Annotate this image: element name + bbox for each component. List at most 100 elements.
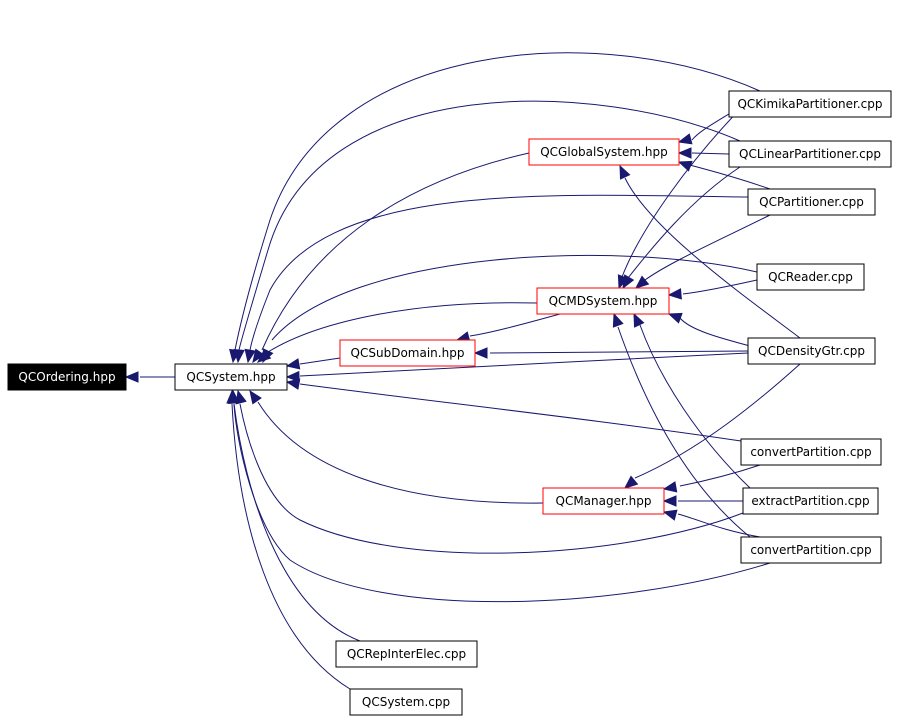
edge-arrowhead	[233, 349, 245, 364]
edge-n5-to-n1	[244, 194, 749, 364]
node-label: QCMDSystem.hpp	[549, 294, 658, 308]
node-box	[174, 363, 288, 391]
node-label: convertPartition.cpp	[750, 445, 871, 459]
edge-line	[271, 254, 758, 341]
edge-arrowhead	[619, 164, 631, 180]
edge-arrowhead	[226, 389, 238, 404]
edge-arrowhead	[473, 347, 488, 359]
node-label: QCLinearPartitioner.cpp	[739, 147, 881, 161]
edge-arrowhead	[662, 509, 678, 521]
edge-line	[489, 350, 749, 354]
node-label: QCPartitioner.cpp	[759, 195, 864, 209]
edge-line	[621, 103, 746, 278]
edge-arrowhead	[662, 481, 678, 493]
node-label: extractPartition.cpp	[751, 494, 869, 508]
edges-layer	[124, 52, 801, 690]
edge-arrowhead	[635, 275, 650, 289]
edge-line	[238, 100, 741, 351]
node-qcsystem-hpp[interactable]: QCSystem.hpp	[174, 363, 288, 391]
node-qcsubdomain-hpp[interactable]: QCSubDomain.hpp	[339, 339, 476, 367]
node-qcdensitygtr-cpp[interactable]: QCDensityGtr.cpp	[747, 337, 876, 365]
edge-line	[679, 317, 751, 347]
node-qcmdsystem-hpp[interactable]: QCMDSystem.hpp	[536, 287, 670, 315]
edge-line	[627, 166, 741, 279]
edge-line	[231, 403, 351, 690]
node-label: convertPartition.cpp	[750, 543, 871, 557]
edge-line	[261, 152, 530, 351]
edge-n7-to-n8	[455, 313, 561, 343]
node-qcordering-hpp[interactable]: QCOrdering.hpp	[7, 363, 127, 391]
edge-arrowhead	[285, 358, 301, 370]
node-box	[728, 90, 892, 118]
edge-line	[679, 464, 761, 487]
node-convertpartition-cpp[interactable]: convertPartition.cpp	[740, 536, 882, 564]
node-label: QCRepInterElec.cpp	[347, 647, 466, 661]
edge-line	[249, 194, 749, 351]
edge-arrowhead	[622, 274, 635, 290]
edge-arrowhead	[662, 495, 677, 507]
node-qckimikapartitioner-cpp[interactable]: QCKimikaPartitioner.cpp	[728, 90, 892, 118]
node-convertpartition-cpp[interactable]: convertPartition.cpp	[740, 438, 882, 466]
edge-line	[624, 177, 801, 339]
edge-arrowhead	[249, 389, 262, 405]
node-qcrepinterelec-cpp[interactable]: QCRepInterElec.cpp	[335, 640, 478, 668]
edge-line	[689, 164, 771, 190]
node-label: QCDensityGtr.cpp	[758, 344, 865, 358]
edge-line	[239, 403, 744, 554]
edge-n12-to-n7	[633, 312, 751, 489]
edge-n13-to-n1	[228, 389, 771, 603]
node-box	[7, 363, 127, 391]
node-extractpartition-cpp[interactable]: extractPartition.cpp	[742, 487, 879, 515]
node-label: QCKimikaPartitioner.cpp	[737, 97, 882, 111]
node-qcreader-cpp[interactable]: QCReader.cpp	[756, 263, 865, 291]
node-qcsystem-cpp[interactable]: QCSystem.cpp	[349, 688, 463, 716]
node-box	[742, 487, 879, 515]
edge-n1-to-n0	[124, 371, 175, 383]
edge-arrowhead	[257, 349, 272, 363]
node-qcpartitioner-cpp[interactable]: QCPartitioner.cpp	[747, 188, 876, 216]
node-qclinearpartitioner-cpp[interactable]: QCLinearPartitioner.cpp	[728, 140, 892, 168]
node-qcglobalsystem-hpp[interactable]: QCGlobalSystem.hpp	[528, 138, 680, 166]
edge-n8-to-n1	[285, 357, 341, 370]
edge-line	[691, 152, 730, 155]
edge-n5-to-n7	[635, 214, 771, 289]
edge-arrowhead	[244, 348, 256, 364]
node-label: QCGlobalSystem.hpp	[540, 145, 668, 159]
edge-n9-to-n1	[285, 352, 749, 383]
edge-n6-to-n1	[262, 254, 758, 364]
node-qcmanager-hpp[interactable]: QCManager.hpp	[542, 487, 665, 515]
edge-arrowhead	[252, 348, 265, 364]
edge-arrowhead	[677, 133, 693, 145]
edge-n2-to-n1	[252, 152, 530, 364]
node-box	[542, 487, 665, 515]
node-box	[740, 536, 882, 564]
node-label: QCOrdering.hpp	[18, 370, 115, 384]
node-box	[349, 688, 463, 716]
edge-line	[233, 403, 361, 642]
edge-n7-to-n1	[257, 302, 538, 363]
edge-arrowhead	[667, 288, 682, 300]
nodes-layer: QCOrdering.hpp QCSystem.hpp QCGlobalSystem…	[7, 90, 892, 716]
edge-line	[644, 214, 771, 281]
edge-line	[634, 363, 801, 479]
node-box	[740, 438, 882, 466]
node-box	[747, 337, 876, 365]
edge-n12-to-n1	[235, 389, 744, 554]
edge-arrowhead	[235, 389, 247, 405]
edge-n4-to-n1	[233, 100, 741, 364]
edge-n11-to-n1	[249, 389, 544, 504]
node-box	[747, 188, 876, 216]
edge-n6-to-n7	[667, 279, 758, 300]
edge-n4-to-n7	[622, 166, 741, 290]
edge-arrowhead	[285, 370, 300, 383]
edge-arrowhead	[633, 312, 645, 328]
edge-line	[639, 324, 751, 489]
edge-line	[299, 352, 749, 377]
edge-line	[257, 401, 544, 504]
edge-n10-to-n11	[662, 464, 761, 493]
edge-line	[677, 513, 761, 538]
edge-line	[299, 383, 742, 442]
edge-arrowhead	[612, 312, 624, 328]
node-label: QCReader.cpp	[768, 270, 853, 284]
